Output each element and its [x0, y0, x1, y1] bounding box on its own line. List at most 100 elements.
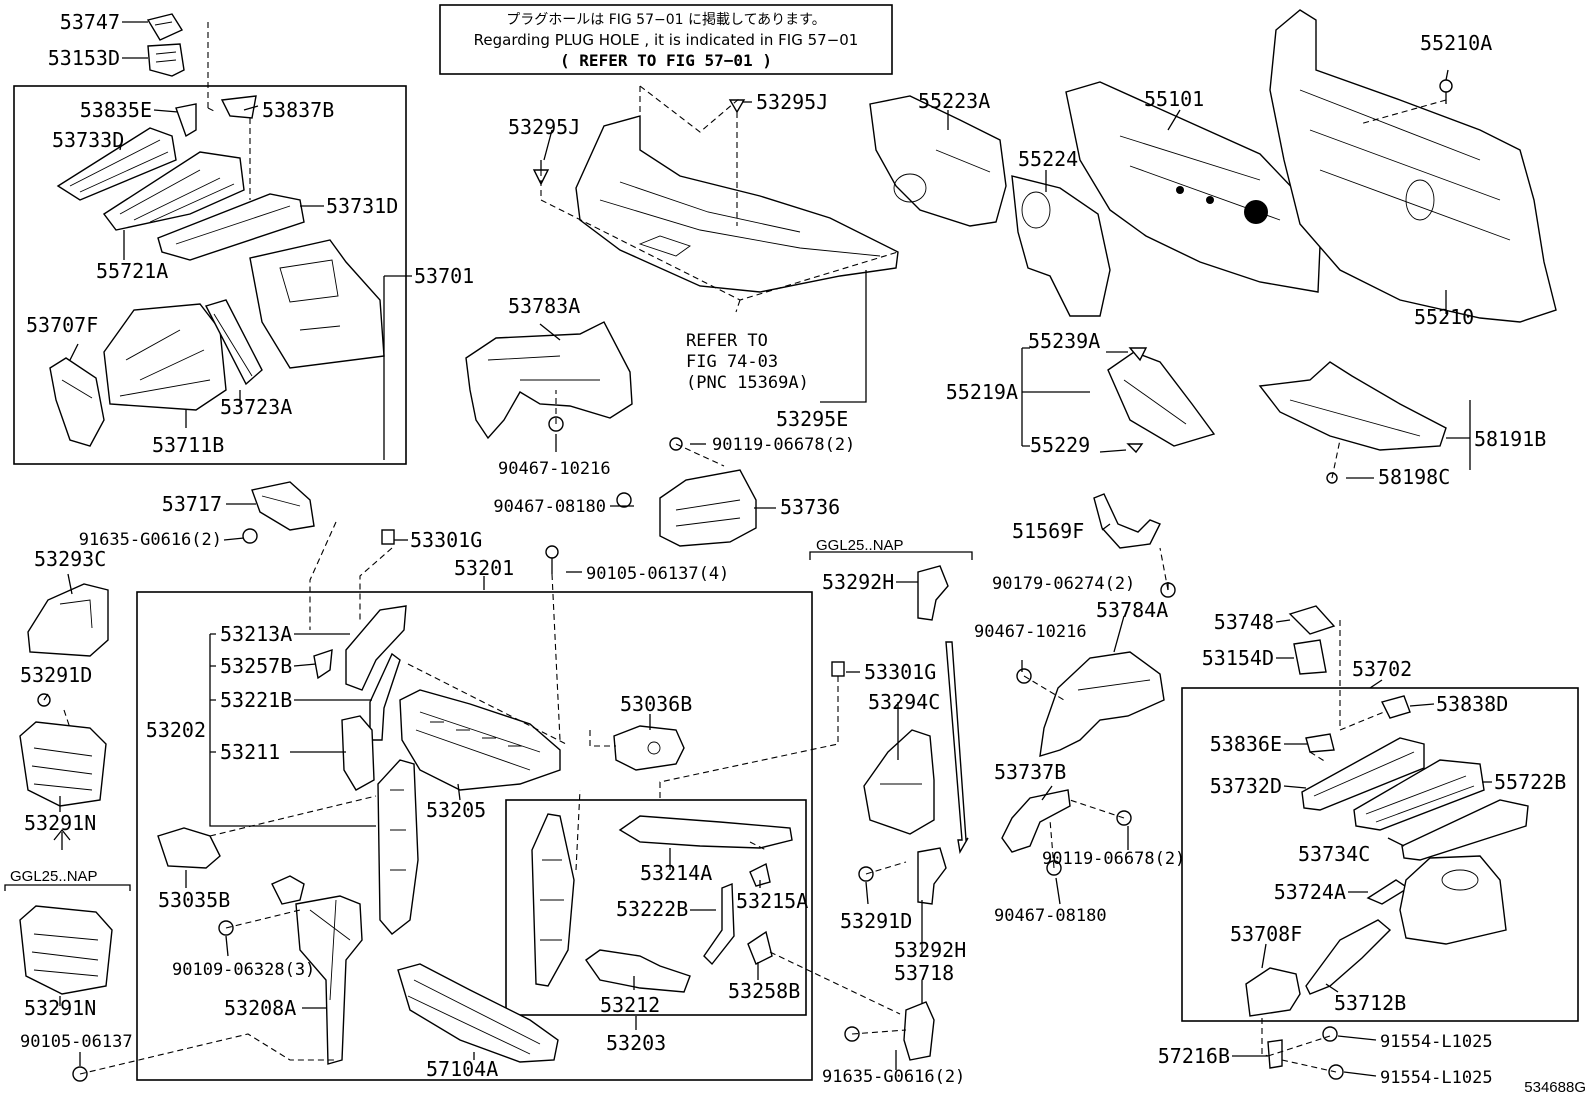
part-53202-pillar	[377, 759, 419, 935]
label-53291N-a: 53291N	[24, 811, 96, 835]
part-53258B	[747, 930, 773, 965]
label-55210: 55210	[1414, 305, 1474, 329]
part-53837B	[220, 95, 257, 119]
center-guide-arrow	[945, 641, 969, 855]
part-53211	[341, 715, 375, 791]
label-53257B: 53257B	[220, 654, 292, 678]
part-53731D	[157, 193, 305, 261]
label-53295J-right: 53295J	[756, 90, 828, 114]
label-53294C: 53294C	[868, 690, 940, 714]
label-90119-06678-a: 90119-06678(2)	[712, 435, 855, 455]
part-53838D	[1380, 695, 1411, 719]
label-53835E: 53835E	[80, 98, 152, 122]
label-53301G-b: 53301G	[864, 660, 936, 684]
group-box-53203	[505, 799, 807, 1016]
label-53724A: 53724A	[1274, 880, 1346, 904]
label-53702: 53702	[1352, 657, 1412, 681]
refer-line-1: REFER TO	[686, 331, 768, 351]
label-91635-G0616-b: 91635-G0616(2)	[822, 1067, 965, 1087]
label-57104A: 57104A	[426, 1057, 498, 1081]
label-53748: 53748	[1214, 610, 1274, 634]
part-53036B	[613, 725, 685, 771]
label-55101: 55101	[1144, 87, 1204, 111]
label-53717: 53717	[162, 492, 222, 516]
label-55722B: 55722B	[1494, 770, 1566, 794]
note-japanese: プラグホールは FIG 57−01 に掲載してあります。	[506, 12, 826, 28]
part-53733D	[56, 127, 177, 201]
label-53732D: 53732D	[1210, 774, 1282, 798]
leader-lines	[43, 21, 1492, 1077]
label-53213A: 53213A	[220, 622, 292, 646]
label-55721A: 55721A	[96, 259, 168, 283]
part-53292H-bottom	[917, 847, 947, 905]
part-53718	[903, 1001, 935, 1061]
part-53213A	[345, 605, 407, 691]
variant-label-center: GGL25..NAP	[816, 537, 904, 554]
label-55224: 55224	[1018, 147, 1078, 171]
label-53258B: 53258B	[728, 979, 800, 1003]
part-53747	[146, 13, 184, 41]
part-53154D	[1293, 639, 1327, 675]
variant-label-left: GGL25..NAP	[10, 868, 98, 885]
label-90109-06328: 90109-06328(3)	[172, 960, 315, 980]
label-91635-G0616-a: 91635-G0616(2)	[79, 530, 222, 550]
part-53734C	[1401, 799, 1529, 861]
label-53035B: 53035B	[158, 888, 230, 912]
label-53205: 53205	[426, 798, 486, 822]
refer-line-2: FIG 74-03	[686, 352, 778, 372]
part-53723A	[204, 299, 263, 386]
label-53718: 53718	[894, 961, 954, 985]
label-53291D-left: 53291D	[20, 663, 92, 687]
dashed-guides	[63, 22, 1447, 1075]
label-90179-06274: 90179-06274(2)	[992, 574, 1135, 594]
label-53211: 53211	[220, 740, 280, 764]
variant-bracket-center	[809, 551, 973, 560]
part-53153D	[147, 43, 185, 77]
part-53203-pillar	[531, 813, 575, 987]
part-53257B	[313, 648, 333, 680]
part-58191B	[1258, 361, 1447, 451]
label-53838D: 53838D	[1436, 692, 1508, 716]
label-53711B: 53711B	[152, 433, 224, 457]
label-53295J-left: 53295J	[508, 115, 580, 139]
label-55223A: 55223A	[918, 89, 990, 113]
label-91554-L1025-a: 91554-L1025	[1380, 1032, 1493, 1052]
arrow-up	[53, 828, 71, 850]
label-53784A: 53784A	[1096, 598, 1168, 622]
part-53783A	[465, 321, 633, 440]
part-55219A	[1107, 347, 1216, 454]
label-53734C: 53734C	[1298, 842, 1370, 866]
label-53292H-b: 53292H	[894, 938, 966, 962]
part-55101	[1065, 81, 1321, 293]
variant-bracket-left	[4, 884, 131, 891]
part-53205	[399, 689, 561, 791]
label-53221B: 53221B	[220, 688, 292, 712]
label-53293C: 53293C	[34, 547, 106, 571]
label-53708F: 53708F	[1230, 922, 1302, 946]
label-53733D: 53733D	[52, 128, 124, 152]
part-53701-apron	[249, 239, 385, 369]
label-53154D: 53154D	[1202, 646, 1274, 670]
part-53292H-top	[917, 565, 949, 621]
part-53702-apron	[1399, 855, 1507, 945]
group-box-53701	[13, 85, 407, 465]
note-english: Regarding PLUG HOLE , it is indicated in…	[474, 31, 859, 49]
label-53208A: 53208A	[224, 996, 296, 1020]
part-53748	[1288, 605, 1336, 635]
part-55722B	[1353, 759, 1485, 831]
part-labels: 53747 53153D 53835E 53837B 53733D 53731D…	[10, 10, 1586, 1096]
part-53291N-top	[19, 721, 107, 807]
part-53836E	[1305, 733, 1335, 753]
label-53707F: 53707F	[26, 313, 98, 337]
label-53301G-a: 53301G	[410, 528, 482, 552]
part-53736	[659, 469, 757, 547]
part-57216B	[1267, 1039, 1283, 1069]
label-58198C: 58198C	[1378, 465, 1450, 489]
label-57216B: 57216B	[1158, 1044, 1230, 1068]
part-53711B	[103, 303, 227, 411]
label-53783A: 53783A	[508, 294, 580, 318]
label-53291D-center: 53291D	[840, 909, 912, 933]
label-55219A: 55219A	[946, 380, 1018, 404]
label-53712B: 53712B	[1334, 991, 1406, 1015]
